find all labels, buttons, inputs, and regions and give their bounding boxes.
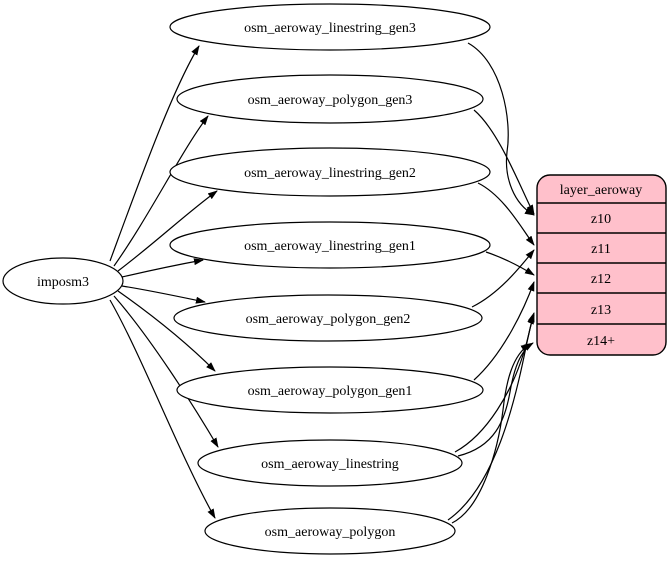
node-imposm3: imposm3 — [2, 257, 124, 305]
table-label: osm_aeroway_linestring_gen3 — [244, 21, 416, 36]
layer-row-z12: z12 — [591, 272, 611, 287]
table-ellipse — [169, 147, 491, 197]
edges-source-to-tables — [109, 45, 219, 519]
table-ellipse — [173, 294, 483, 342]
table-ellipse — [169, 221, 491, 269]
node-osm_aeroway_polygon_gen3: osm_aeroway_polygon_gen3 — [176, 74, 484, 124]
edge-imposm3-osm_aeroway_polygon_gen3 — [113, 115, 209, 267]
node-osm_aeroway_polygon_gen1: osm_aeroway_polygon_gen1 — [176, 366, 484, 414]
edge-imposm3-osm_aeroway_linestring_gen2 — [117, 190, 218, 272]
edge-imposm3-osm_aeroway_linestring_gen3 — [109, 45, 200, 262]
edge-imposm3-osm_aeroway_polygon — [109, 299, 216, 519]
node-layer_aeroway: layer_aeroway z10 z11 z12 z13 z14+ — [536, 174, 667, 356]
layer-row-z11: z11 — [591, 242, 611, 257]
node-osm_aeroway_polygon: osm_aeroway_polygon — [204, 507, 456, 555]
edge-osm_aeroway_linestring_gen2-z11 — [477, 182, 535, 246]
edge-osm_aeroway_polygon-z14 — [451, 343, 531, 524]
edge-osm_aeroway_polygon_gen2-z11 — [471, 249, 535, 308]
table-label: osm_aeroway_polygon — [265, 525, 396, 540]
table-ellipse — [176, 74, 484, 124]
table-label: osm_aeroway_linestring — [261, 457, 399, 472]
edge-imposm3-osm_aeroway_linestring_gen1 — [121, 258, 204, 278]
edge-osm_aeroway_linestring_gen3-z10 — [467, 42, 535, 216]
node-osm_aeroway_linestring_gen3: osm_aeroway_linestring_gen3 — [169, 3, 491, 51]
edge-imposm3-osm_aeroway_linestring — [113, 295, 219, 448]
imposm3-ellipse — [2, 257, 124, 305]
layer-record-background — [536, 174, 667, 356]
imposm3-label: imposm3 — [37, 275, 89, 290]
layer-row-z10: z10 — [591, 212, 611, 227]
table-ellipse — [169, 3, 491, 51]
layer-row-z14plus: z14+ — [587, 334, 615, 349]
node-osm_aeroway_linestring_gen1: osm_aeroway_linestring_gen1 — [169, 221, 491, 269]
node-osm_aeroway_polygon_gen2: osm_aeroway_polygon_gen2 — [173, 294, 483, 342]
edge-osm_aeroway_linestring-z14 — [457, 342, 534, 457]
edge-imposm3-osm_aeroway_polygon_gen1 — [117, 290, 216, 372]
table-ellipse — [204, 507, 456, 555]
edge-imposm3-osm_aeroway_polygon_gen2 — [121, 285, 206, 304]
node-osm_aeroway_linestring_gen2: osm_aeroway_linestring_gen2 — [169, 147, 491, 197]
table-label: osm_aeroway_linestring_gen1 — [244, 239, 416, 254]
layer-row-z13: z13 — [591, 303, 611, 318]
node-osm_aeroway_linestring: osm_aeroway_linestring — [197, 439, 463, 487]
edge-osm_aeroway_polygon_gen1-z12 — [473, 281, 535, 381]
edge-osm_aeroway_polygon_gen3-z10 — [473, 109, 535, 215]
edge-osm_aeroway_linestring_gen1-z12 — [485, 251, 535, 276]
table-label: osm_aeroway_linestring_gen2 — [244, 166, 416, 181]
edge-osm_aeroway_polygon-z13 — [447, 314, 535, 521]
table-label: osm_aeroway_polygon_gen3 — [248, 93, 413, 108]
table-label: osm_aeroway_polygon_gen1 — [248, 384, 413, 399]
layer-title: layer_aeroway — [560, 183, 642, 198]
table-ellipse — [197, 439, 463, 487]
table-label: osm_aeroway_polygon_gen2 — [246, 312, 411, 327]
table-ellipse — [176, 366, 484, 414]
edges-tables-to-layer — [447, 42, 535, 524]
